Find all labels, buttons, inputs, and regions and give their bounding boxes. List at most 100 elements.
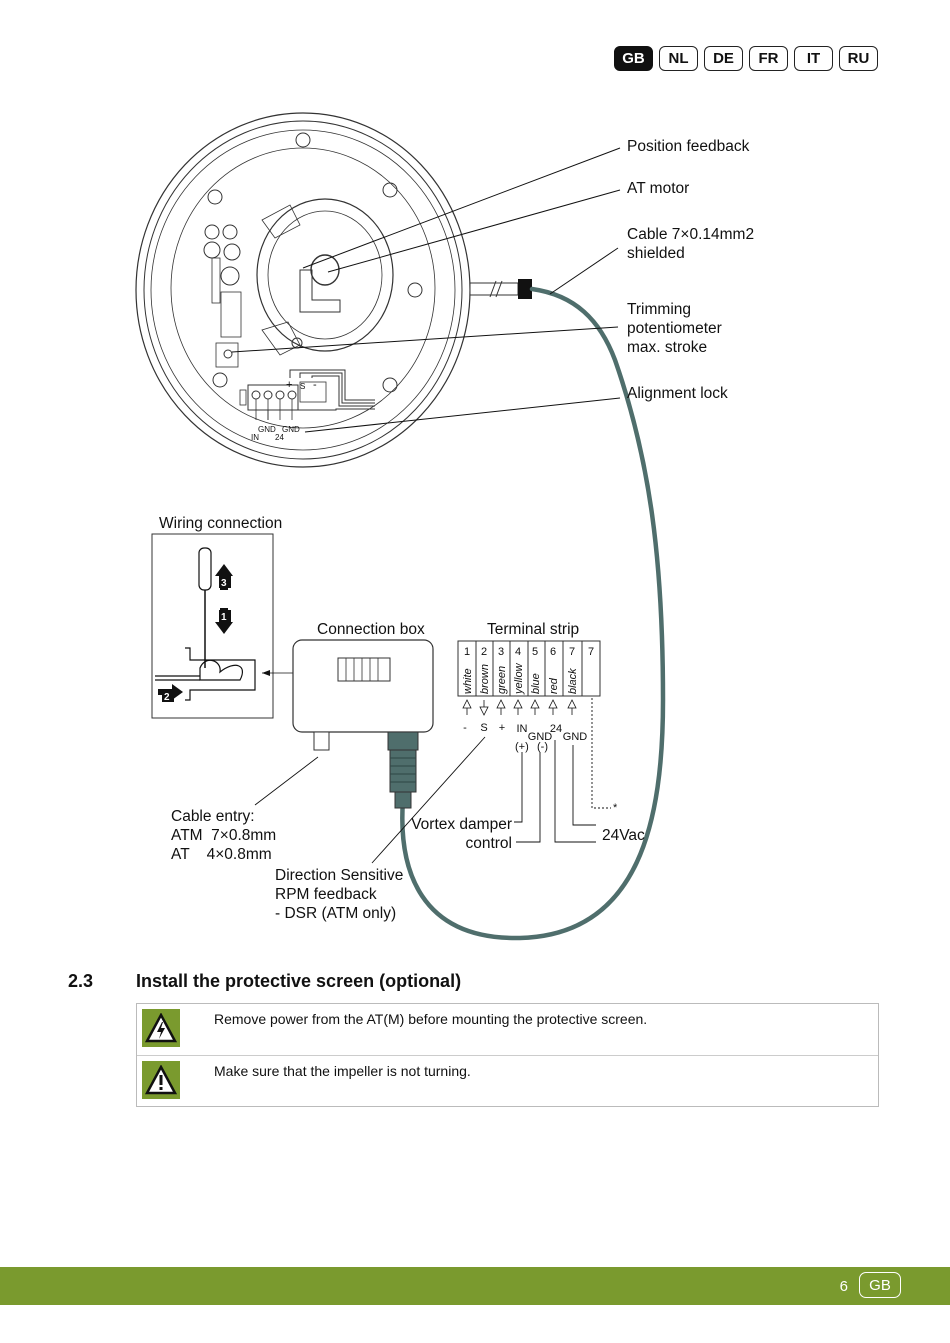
terminal-number: 7 (569, 646, 575, 658)
board-s-label: S (300, 382, 305, 391)
cable (400, 286, 666, 941)
cable-spec-label: Cable 7×0.14mm2 (627, 226, 754, 243)
leader-lines (231, 147, 621, 433)
connection-box (292, 639, 434, 809)
screwdriver-icon (198, 547, 212, 668)
board-gnd2-label: GND (282, 425, 300, 434)
dsr-label-3: - DSR (ATM only) (275, 905, 396, 922)
cable-gland (469, 279, 532, 299)
warning-row: Make sure that the impeller is not turni… (137, 1055, 878, 1106)
warnings-table: Remove power from the AT(M) before mount… (136, 1003, 879, 1107)
wiring-diagram: + S - GND GND IN 24 Position feedback AT… (135, 112, 754, 941)
cable-entry-atm: ATM 7×0.8mm (171, 827, 276, 844)
asterisk-note: * (613, 802, 618, 814)
warning-icon (142, 1061, 180, 1099)
board-plus-label: + (286, 379, 292, 391)
terminal-wire-color: green (496, 666, 508, 694)
supply-label: 24Vac (602, 827, 645, 844)
alignment-lock-label: Alignment lock (627, 385, 728, 402)
max-stroke-label: max. stroke (627, 339, 707, 356)
potentiometer-label: potentiometer (627, 320, 722, 337)
actuator-housing (135, 112, 471, 468)
terminal-number: 4 (515, 646, 521, 658)
step-3-badge (219, 576, 231, 588)
terminal-wire-color: white (462, 668, 474, 694)
terminal-arrowhead (479, 706, 489, 716)
warning-text: Remove power from the AT(M) before mount… (214, 1011, 648, 1027)
terminal-signal: 24 (550, 723, 562, 735)
terminal-leaders (254, 698, 611, 864)
terminal-number: 6 (550, 646, 556, 658)
polarity-minus: (-) (537, 741, 548, 753)
cable-entry-at: AT 4×0.8mm (171, 846, 272, 863)
terminal-number: 2 (481, 646, 487, 658)
tab-de[interactable]: DE (704, 46, 743, 71)
dsr-label-1: Direction Sensitive (275, 867, 403, 884)
terminal-arrowhead (462, 699, 472, 709)
terminal-arrowhead (548, 699, 558, 709)
terminal-signal: S (480, 722, 487, 734)
terminal-number: 3 (498, 646, 504, 658)
tab-gb[interactable]: GB (614, 46, 653, 71)
step-3-text: 3 (221, 578, 227, 589)
board-minus-label: - (313, 379, 317, 391)
terminal-wire-color: yellow (513, 662, 525, 695)
terminal-number: 5 (532, 646, 538, 658)
terminal-signal: + (499, 722, 505, 734)
wiring-inset-frame (151, 533, 274, 719)
terminal-wire-color: black (567, 668, 579, 694)
electrical-hazard-icon (142, 1009, 180, 1047)
step-1-badge (219, 610, 231, 622)
language-tabs: GB NL DE FR IT RU (614, 46, 878, 71)
dsr-label-2: RPM feedback (275, 886, 377, 903)
terminal-signal: GND (563, 731, 588, 743)
terminal-number: 1 (464, 646, 470, 658)
terminal-arrowhead (513, 699, 523, 709)
wiring-connection-title: Wiring connection (159, 515, 282, 532)
terminal-wire-color: red (548, 677, 560, 694)
polarity-plus: (+) (515, 741, 529, 753)
step-1-text: 1 (221, 612, 227, 623)
cable-shield-label: shielded (627, 245, 685, 262)
terminal-arrows (462, 699, 577, 716)
page-number: 6 (839, 1278, 848, 1295)
terminal-arrowhead (530, 699, 540, 709)
footer-language-badge: GB (859, 1272, 901, 1298)
clamp-terminal (155, 647, 256, 701)
section-number: 2.3 (68, 971, 94, 991)
inset-pointer-head (262, 670, 270, 676)
terminal-wire-color: brown (479, 664, 491, 694)
terminal-arrowhead (567, 699, 577, 709)
trimming-label: Trimming (627, 301, 691, 318)
terminal-wire-color: blue (530, 673, 542, 694)
board-24-label: 24 (275, 433, 284, 442)
footer-bar: 6 GB (0, 1267, 950, 1305)
tab-ru[interactable]: RU (839, 46, 878, 71)
connection-box-title: Connection box (317, 621, 425, 638)
warning-row: Remove power from the AT(M) before mount… (137, 1004, 878, 1055)
terminal-arrowhead (496, 699, 506, 709)
terminal-signal: IN (517, 723, 528, 735)
step-2-badge (162, 690, 174, 702)
vortex-label-1: Vortex damper (411, 816, 512, 833)
tab-nl[interactable]: NL (659, 46, 698, 71)
position-feedback-label: Position feedback (627, 138, 750, 155)
vortex-label-2: control (465, 835, 512, 852)
tab-it[interactable]: IT (794, 46, 833, 71)
section-title: Install the protective screen (optional) (136, 971, 462, 991)
at-motor-label: AT motor (627, 180, 689, 197)
tab-fr[interactable]: FR (749, 46, 788, 71)
step-2-text: 2 (164, 692, 170, 703)
terminal-number: 7 (588, 646, 594, 658)
warning-text: Make sure that the impeller is not turni… (214, 1063, 471, 1079)
terminal-strip-title: Terminal strip (487, 621, 579, 638)
board-in-label: IN (251, 433, 259, 442)
terminal-signal: GND (528, 731, 553, 743)
board-gnd1-label: GND (258, 425, 276, 434)
terminal-strip (457, 640, 601, 697)
cable-entry-title: Cable entry: (171, 808, 255, 825)
terminal-signal: - (463, 722, 467, 734)
